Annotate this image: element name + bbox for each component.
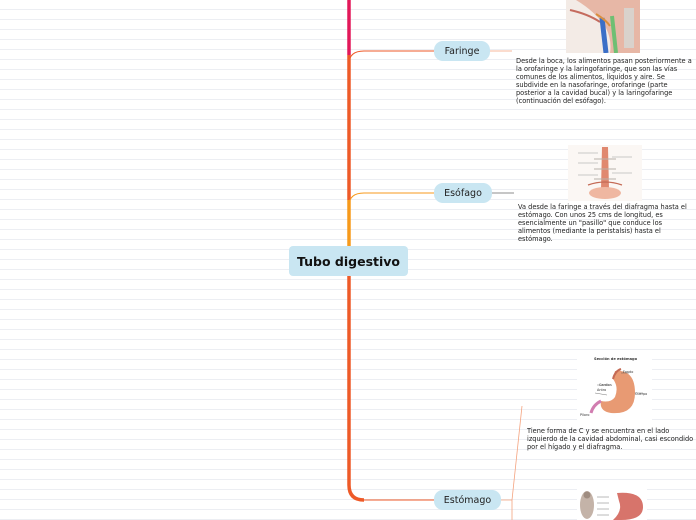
branch-trunk-lower xyxy=(347,276,365,502)
stomach-image-label-cuerpo: Cuerpo xyxy=(635,392,648,396)
topic-estomago[interactable]: Estómago xyxy=(434,490,501,510)
stomach-image-label-cardias: Cardias xyxy=(599,383,612,387)
connector-estomago-desc xyxy=(511,405,523,501)
stomach-image-label-piloro: Píloro xyxy=(580,413,590,417)
esofago-description: Va desde la faringe a través del diafrag… xyxy=(518,203,687,244)
branch-faringe xyxy=(348,50,434,65)
connector-estomago xyxy=(501,499,513,520)
topic-esofago[interactable]: Esófago xyxy=(434,183,492,203)
stomach-anatomy-illustration-icon[interactable]: Sección de estómago Fondo Cardias Cuerpo… xyxy=(577,357,652,420)
topic-faringe[interactable]: Faringe xyxy=(434,41,490,61)
stomach-image-title: Sección de estómago xyxy=(594,357,638,361)
faringe-description: Desde la boca, los alimentos pasan poste… xyxy=(516,57,692,106)
pharynx-anatomy-illustration-icon[interactable] xyxy=(566,0,640,53)
root-node[interactable]: Tubo digestivo xyxy=(289,246,408,276)
branch-esofago xyxy=(348,192,434,207)
stomach-image-label-antro: Antro xyxy=(597,388,607,392)
esophagus-anatomy-illustration-icon[interactable] xyxy=(568,145,642,201)
stomach-image-label-fondo: Fondo xyxy=(623,370,634,374)
estomago-description: Tiene forma de C y se encuentra en el la… xyxy=(527,427,694,452)
stomach-cross-section-illustration-icon[interactable] xyxy=(577,489,647,520)
